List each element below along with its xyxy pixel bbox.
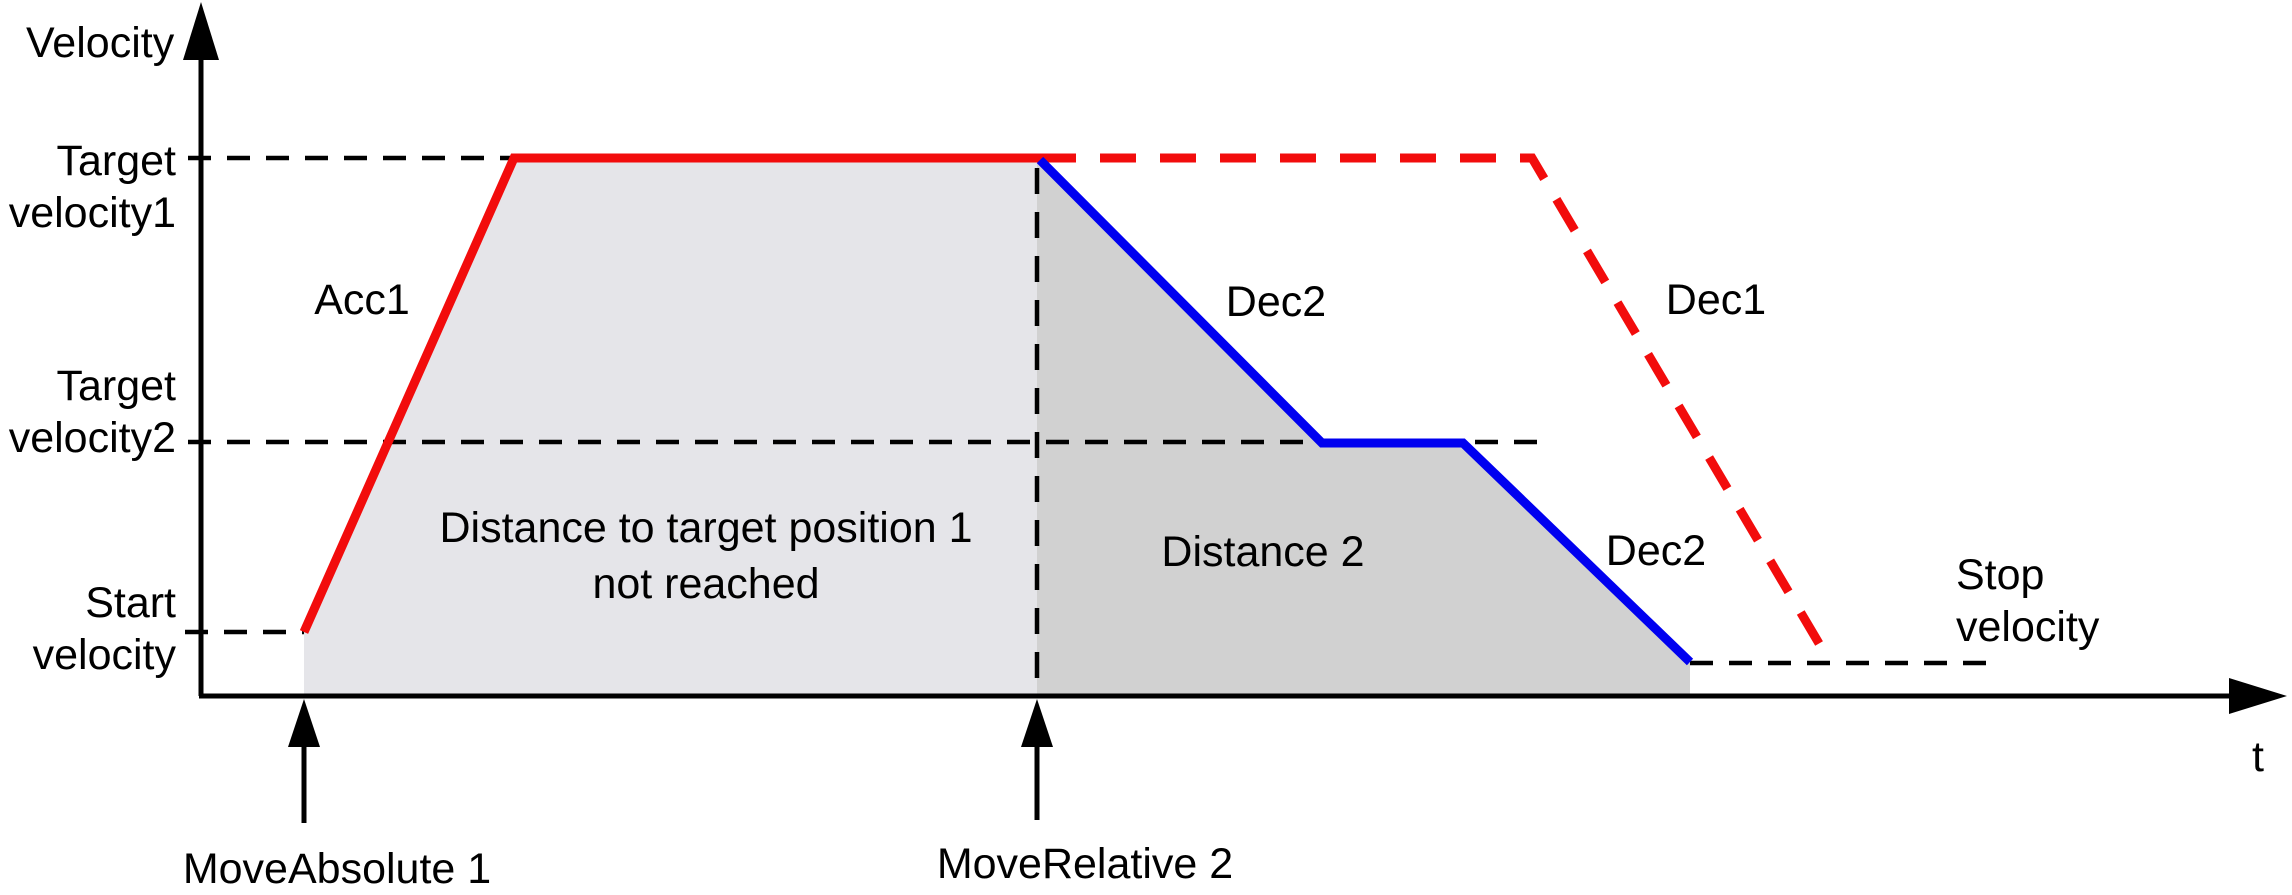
start-velocity-label: Start velocity: [0, 577, 176, 681]
target-velocity1-label-line2: velocity1: [8, 189, 176, 237]
distance-note-line1: Distance to target position 1: [439, 504, 973, 552]
y-axis-label: Velocity: [26, 19, 175, 67]
red-velocity-curve-dashed-dec1: [1040, 153, 1834, 665]
distance-note-line2: not reached: [592, 560, 820, 608]
move-absolute-1-label: MoveAbsolute 1: [182, 845, 492, 893]
acc1-label: Acc1: [314, 276, 410, 324]
dec2-lower-label: Dec2: [1605, 527, 1707, 575]
area-distance-to-target-1: [304, 158, 1037, 694]
distance2-label: Distance 2: [1161, 528, 1365, 576]
stop-velocity-label-line2: velocity: [1956, 603, 2100, 651]
target-velocity1-label-line1: Target: [56, 137, 176, 185]
move-absolute-1-arrowhead-icon: [288, 699, 320, 747]
y-axis-arrowhead-icon: [183, 2, 219, 60]
start-velocity-label-line2: velocity: [32, 631, 176, 679]
x-axis-label: t: [2252, 733, 2264, 781]
dec1-label: Dec1: [1665, 276, 1767, 324]
blue-velocity-curve: [1036, 156, 1694, 666]
target-velocity2-label-line2: velocity2: [8, 414, 176, 462]
target-velocity1-label: Target velocity1: [0, 135, 176, 239]
stop-velocity-label-line1: Stop: [1956, 551, 2045, 599]
move-relative-2-label: MoveRelative 2: [936, 840, 1234, 888]
target-velocity2-label: Target velocity2: [0, 360, 176, 464]
area-distance-2: [1037, 158, 1690, 694]
red-velocity-curve-solid: [299, 153, 1040, 634]
move-relative-2-arrowhead-icon: [1021, 699, 1053, 747]
distance-note-label: Distance to target position 1 not reache…: [439, 500, 972, 612]
stop-velocity-label: Stop velocity: [1956, 549, 2099, 653]
target-velocity2-label-line1: Target: [56, 362, 176, 410]
start-velocity-label-line1: Start: [85, 579, 176, 627]
dec2-upper-label: Dec2: [1225, 278, 1327, 326]
x-axis-arrowhead-icon: [2229, 678, 2287, 714]
